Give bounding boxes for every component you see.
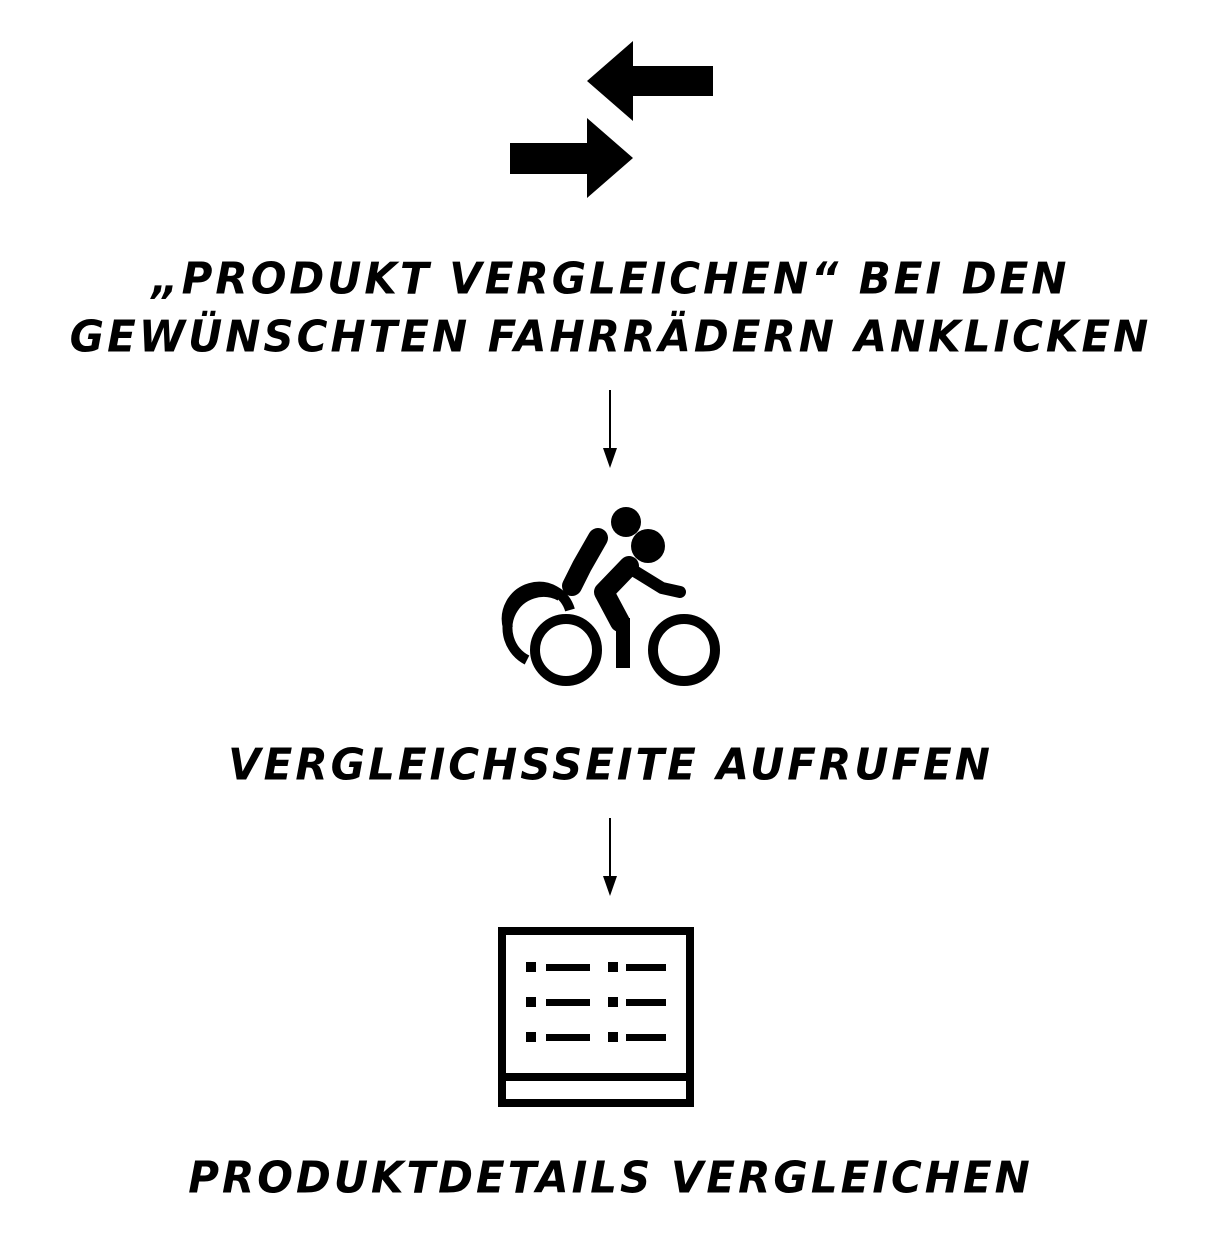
- step-1-text: „PRODUKT VERGLEICHEN“ BEI DEN GEWÜNSCHTE…: [0, 250, 1221, 366]
- comparison-table-icon: [498, 927, 694, 1107]
- step-1-line-1: „PRODUKT VERGLEICHEN“ BEI DEN: [151, 252, 1070, 304]
- step-2-text: VERGLEICHSSEITE AUFRUFEN: [0, 736, 1221, 794]
- cyclists-icon: [501, 507, 720, 686]
- down-arrow-icon: [603, 390, 617, 468]
- step-3-line-1: PRODUKTDETAILS VERGLEICHEN: [188, 1152, 1033, 1203]
- step-1-line-2: GEWÜNSCHTEN FAHRRÄDERN ANKLICKEN: [69, 311, 1152, 363]
- step-2-line-1: VERGLEICHSSEITE AUFRUFEN: [228, 739, 993, 790]
- down-arrow-icon: [603, 818, 617, 896]
- compare-arrows-icon: [510, 41, 713, 198]
- step-3-text: PRODUKTDETAILS VERGLEICHEN: [0, 1149, 1221, 1207]
